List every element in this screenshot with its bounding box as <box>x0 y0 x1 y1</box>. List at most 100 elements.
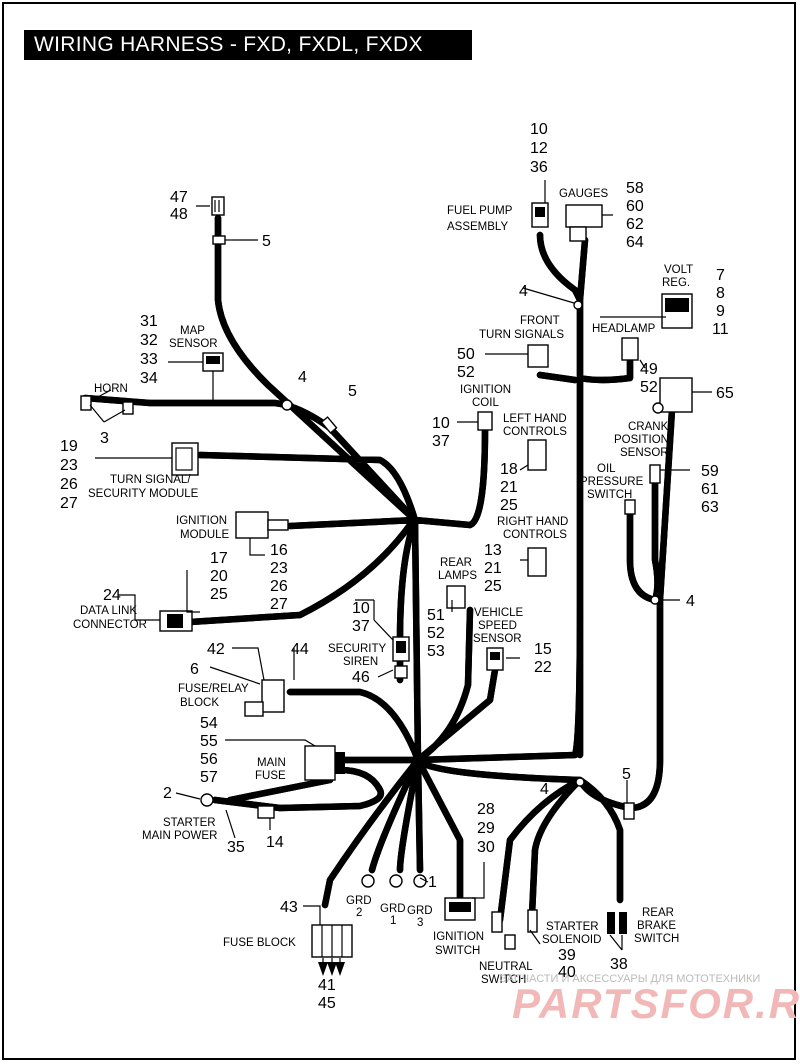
label-ign-switch-2: SWITCH <box>435 945 480 957</box>
callout-24: 24 <box>103 587 121 604</box>
grd-2-terminal <box>361 874 375 888</box>
label-data-link-2: CONNECTOR <box>73 619 147 631</box>
callout-57: 57 <box>200 769 218 786</box>
callout-4: 4 <box>519 283 528 300</box>
callout-54: 54 <box>200 715 218 732</box>
component-labels: HORN MAP SENSOR TURN SIGNAL/ SECURITY MO… <box>73 188 693 986</box>
callout-3: 3 <box>100 430 109 447</box>
label-map-1: MAP <box>180 325 205 337</box>
label-front-turn-1: FRONT <box>520 315 560 327</box>
clip-4-top <box>573 300 583 310</box>
callout-59: 59 <box>701 463 719 480</box>
callout-37: 37 <box>432 433 450 450</box>
label-fuse-relay-2: BLOCK <box>180 697 219 709</box>
callout-23: 23 <box>60 457 78 474</box>
label-fuse-relay-1: FUSE/RELAY <box>178 683 249 695</box>
clip-5-bottom <box>623 802 635 820</box>
callout-51: 51 <box>427 607 445 624</box>
callout-12: 12 <box>530 140 548 157</box>
label-grd3: GRD <box>407 905 433 917</box>
ignition-coil-connector <box>477 411 493 431</box>
callout-53: 53 <box>427 643 445 660</box>
label-volt-reg-2: REG. <box>662 277 690 289</box>
label-volt-reg-1: VOLT <box>664 264 693 276</box>
callout-1: 1 <box>428 874 437 891</box>
callout-34: 34 <box>140 370 158 387</box>
callout-15: 15 <box>534 641 552 658</box>
crank-position-sensor-connector <box>649 464 661 484</box>
horn-connector-b <box>122 401 134 415</box>
callout-46: 46 <box>352 669 370 686</box>
callout-numbers: 47 48 5 31 32 33 34 4 5 3 19 23 26 27 16… <box>60 121 734 1012</box>
ignition-module <box>235 511 269 539</box>
rear-brake-switch-a <box>607 912 615 934</box>
label-ign-module-2: MODULE <box>180 529 230 541</box>
gauges-connector <box>565 204 603 228</box>
label-left-controls-1: LEFT HAND <box>503 413 567 425</box>
label-main-fuse-1: MAIN <box>257 757 286 769</box>
horn-connector-a <box>80 395 92 411</box>
label-oil-1: OIL <box>597 463 616 475</box>
callout-58: 58 <box>626 180 644 197</box>
callout-10: 10 <box>432 415 450 432</box>
label-grd2-n: 2 <box>356 907 362 919</box>
label-rear-lamps-2: LAMPS <box>438 570 477 582</box>
clip-4-left <box>281 399 293 411</box>
callout-5: 5 <box>262 233 271 250</box>
callout-8: 8 <box>716 285 725 302</box>
label-fuse-block: FUSE BLOCK <box>223 937 296 949</box>
callout-5: 5 <box>622 766 631 783</box>
label-left-controls-2: CONTROLS <box>503 426 567 438</box>
rear-lamps-connector <box>446 585 466 609</box>
callout-17: 17 <box>210 550 228 567</box>
callout-42: 42 <box>207 641 225 658</box>
label-vss-2: SPEED <box>478 620 517 632</box>
label-data-link-1: DATA LINK <box>80 605 137 617</box>
diagram-title: WIRING HARNESS - FXD, FXDL, FXDX <box>24 30 472 60</box>
callout-64: 64 <box>626 234 644 251</box>
starter-solenoid <box>527 909 538 933</box>
main-fuse <box>304 745 336 781</box>
callout-63: 63 <box>701 499 719 516</box>
clip-5-top <box>212 235 226 245</box>
callout-48: 48 <box>170 206 188 223</box>
callout-26: 26 <box>270 578 288 595</box>
label-grd1: GRD <box>380 903 406 915</box>
callout-41: 41 <box>318 977 336 994</box>
starter-ring-terminal <box>200 793 214 807</box>
callout-4: 4 <box>540 781 549 798</box>
leader-lines <box>89 180 712 976</box>
callout-2: 2 <box>163 785 172 802</box>
callout-28: 28 <box>477 801 495 818</box>
oil-pressure-switch-connector <box>624 499 636 515</box>
label-grd2: GRD <box>346 895 372 907</box>
grd-3-terminal <box>413 874 427 888</box>
callout-14: 14 <box>266 834 284 851</box>
callout-9: 9 <box>716 303 725 320</box>
label-starter-main-2: MAIN POWER <box>142 830 217 842</box>
label-crank-2: POSITION <box>614 434 669 446</box>
callout-7: 7 <box>716 267 725 284</box>
label-horn: HORN <box>94 383 128 395</box>
label-neutral-1: NEUTRAL <box>479 961 533 973</box>
callout-55: 55 <box>200 733 218 750</box>
callout-49: 49 <box>640 361 658 378</box>
clip-4-bottom <box>575 777 585 787</box>
label-rear-lamps-1: REAR <box>440 557 472 569</box>
callout-22: 22 <box>534 659 552 676</box>
label-main-fuse-2: FUSE <box>255 770 286 782</box>
callout-23: 23 <box>270 560 288 577</box>
label-front-turn-2: TURN SIGNALS <box>479 329 564 341</box>
callout-39: 39 <box>558 947 576 964</box>
label-rear-brake-2: BRAKE <box>637 920 676 932</box>
callout-47: 47 <box>170 189 188 206</box>
label-right-controls-2: CONTROLS <box>503 529 567 541</box>
callout-20: 20 <box>210 568 228 585</box>
callout-21: 21 <box>484 560 502 577</box>
callout-10: 10 <box>530 121 548 138</box>
left-hand-controls-connector <box>527 439 547 471</box>
label-gauges: GAUGES <box>559 188 609 200</box>
label-siren-1: SECURITY <box>328 643 386 655</box>
callout-11: 11 <box>712 321 729 338</box>
